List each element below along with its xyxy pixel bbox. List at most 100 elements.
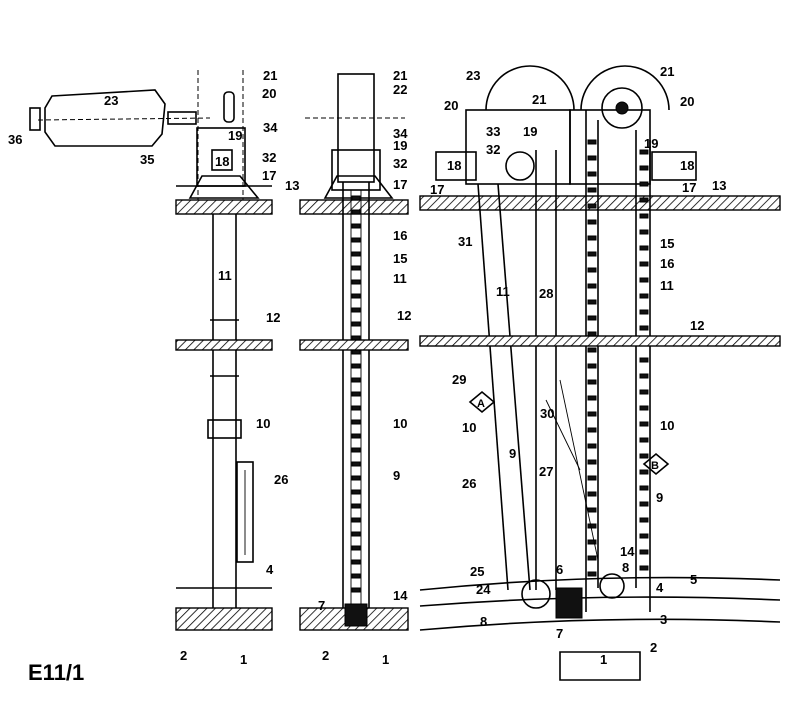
callout-11: 11 <box>496 284 510 299</box>
callout-16: 16 <box>393 228 407 243</box>
bucket-link <box>587 155 597 161</box>
callout-11: 11 <box>393 271 407 286</box>
callout-19: 19 <box>393 138 407 153</box>
callout-10: 10 <box>256 416 270 431</box>
bucket-link <box>351 475 361 481</box>
callout-9: 9 <box>393 468 400 483</box>
callout-32: 32 <box>486 142 500 157</box>
bucket-link <box>639 213 649 219</box>
bucket-link <box>351 363 361 369</box>
bucket-link <box>639 405 649 411</box>
bucket-link <box>639 197 649 203</box>
bucket-link <box>587 507 597 513</box>
callout-34: 34 <box>393 126 408 141</box>
bucket-link <box>639 229 649 235</box>
cross-section-view <box>419 65 781 681</box>
callout-32: 32 <box>262 150 276 165</box>
callout-10: 10 <box>393 416 407 431</box>
bucket-link <box>351 223 361 229</box>
bucket-link <box>587 491 597 497</box>
callout-16: 16 <box>660 256 674 271</box>
callout-31: 31 <box>458 234 472 249</box>
callout-11: 11 <box>218 268 232 283</box>
bucket-link <box>639 261 649 267</box>
callout-14: 14 <box>393 588 408 603</box>
svg-text:A: A <box>477 398 485 410</box>
callout-12: 12 <box>266 310 280 325</box>
bucket-link <box>351 433 361 439</box>
callout-15: 15 <box>660 236 674 251</box>
bucket-link <box>639 453 649 459</box>
bucket-link <box>587 395 597 401</box>
callout-23: 23 <box>104 93 118 108</box>
bucket-link <box>639 293 649 299</box>
bucket-link <box>639 277 649 283</box>
bucket-link <box>587 379 597 385</box>
callout-13: 13 <box>712 178 726 193</box>
bucket-link <box>587 443 597 449</box>
bucket-link <box>351 545 361 551</box>
callout-20: 20 <box>262 86 276 101</box>
bucket-link <box>351 195 361 201</box>
bucket-link <box>587 267 597 273</box>
bucket-link <box>639 565 649 571</box>
bucket-link <box>639 245 649 251</box>
callout-17: 17 <box>430 182 444 197</box>
bucket-link <box>351 503 361 509</box>
bucket-link <box>639 485 649 491</box>
callout-2: 2 <box>322 648 329 663</box>
bucket-link <box>351 419 361 425</box>
callout-20: 20 <box>680 94 694 109</box>
callout-32: 32 <box>393 156 407 171</box>
elevation-section-view <box>299 73 409 631</box>
bucket-link <box>587 475 597 481</box>
bucket-link <box>587 139 597 145</box>
callout-19: 19 <box>644 136 658 151</box>
bucket-link <box>639 357 649 363</box>
callout-9: 9 <box>656 490 663 505</box>
callout-4: 4 <box>656 580 664 595</box>
callout-18: 18 <box>680 158 694 173</box>
bucket-link <box>639 533 649 539</box>
callout-1: 1 <box>600 652 607 667</box>
bucket-link <box>639 437 649 443</box>
callout-23: 23 <box>466 68 480 83</box>
bucket-chain-links <box>351 195 361 593</box>
callout-7: 7 <box>556 626 563 641</box>
bucket-link <box>351 461 361 467</box>
callout-17: 17 <box>393 177 407 192</box>
bucket-link <box>639 501 649 507</box>
bucket-link <box>587 427 597 433</box>
bucket-link <box>639 421 649 427</box>
bucket-link <box>351 251 361 257</box>
bucket-link <box>351 265 361 271</box>
callout-17: 17 <box>262 168 276 183</box>
bucket-link <box>639 149 649 155</box>
callout-22: 22 <box>393 82 407 97</box>
callout-1: 1 <box>382 652 389 667</box>
bucket-link <box>587 459 597 465</box>
callout-27: 27 <box>539 464 553 479</box>
bucket-link <box>587 315 597 321</box>
callout-5: 5 <box>690 572 697 587</box>
callout-26: 26 <box>274 472 288 487</box>
callout-34: 34 <box>263 120 278 135</box>
elevation-exterior-view <box>29 70 273 631</box>
bucket-link <box>351 559 361 565</box>
callout-19: 19 <box>523 124 537 139</box>
bucket-link <box>639 181 649 187</box>
bucket-link <box>639 373 649 379</box>
bucket-link <box>351 489 361 495</box>
figure-label: E11/1 <box>28 660 84 685</box>
callout-33: 33 <box>486 124 500 139</box>
callout-36: 36 <box>8 132 22 147</box>
bucket-link <box>587 523 597 529</box>
callout-18: 18 <box>215 154 229 169</box>
callout-9: 9 <box>509 446 516 461</box>
bucket-link <box>587 203 597 209</box>
bucket-link <box>351 279 361 285</box>
callout-1: 1 <box>240 652 247 667</box>
callout-12: 12 <box>690 318 704 333</box>
bucket-link <box>587 363 597 369</box>
